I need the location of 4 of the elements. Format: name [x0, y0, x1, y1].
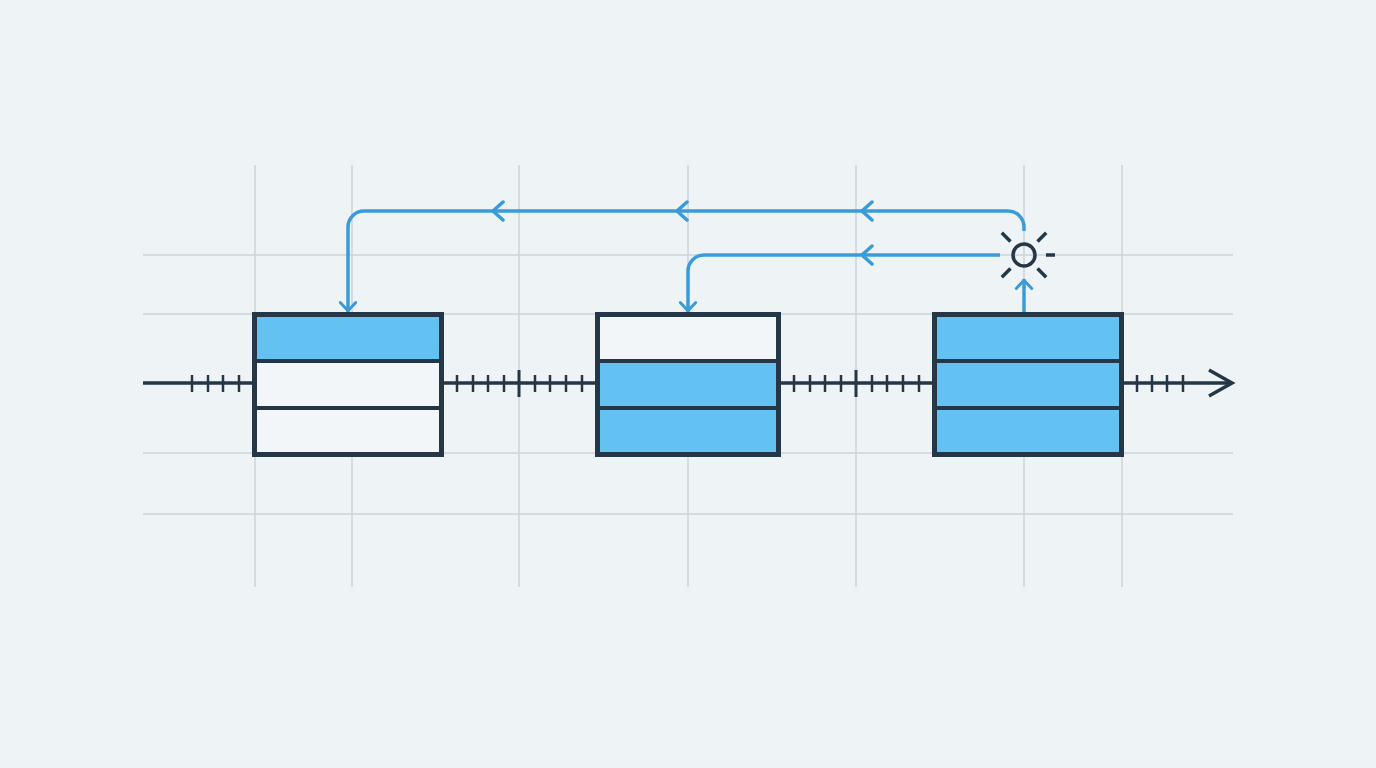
sun-icon — [1000, 231, 1056, 279]
stacked-block — [595, 312, 781, 457]
stacked-block — [252, 312, 444, 457]
stacked-block — [932, 312, 1124, 457]
